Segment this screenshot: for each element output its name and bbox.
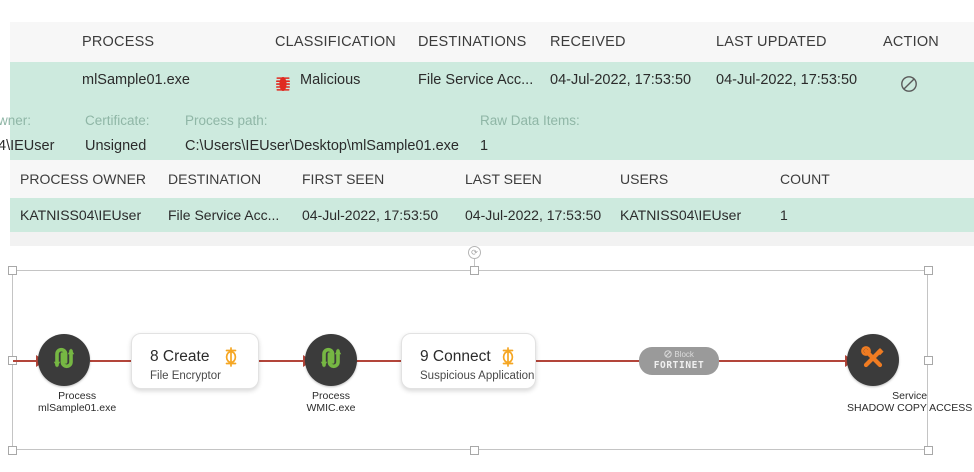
resize-handle-top-right[interactable] <box>924 266 933 275</box>
column-header-action[interactable]: ACTION <box>883 34 939 50</box>
service-tools-icon <box>858 343 888 378</box>
node-label-group: Service SHADOW COPY ACCESS <box>847 390 972 414</box>
subcell-first-seen: 04-Jul-2022, 17:53:50 <box>302 207 439 223</box>
subcolumn-header-last-seen[interactable]: LAST SEEN <box>465 171 542 187</box>
resize-handle-bottom-left[interactable] <box>8 446 17 455</box>
detail-raw-data-items: Raw Data Items: 1 <box>480 108 580 158</box>
event-card-connect-title: 9 Connect <box>420 348 491 365</box>
cell-last-updated: 04-Jul-2022, 17:53:50 <box>716 72 858 88</box>
column-header-process[interactable]: PROCESS <box>82 34 155 50</box>
subcell-users: KATNISS04\IEUser <box>620 207 742 223</box>
detail-process-owner-label: wner: <box>0 113 32 128</box>
subcell-destination: File Service Acc... <box>168 207 280 223</box>
resize-handle-bottom-right[interactable] <box>924 446 933 455</box>
resize-handle-bottom-center[interactable] <box>470 446 479 455</box>
detail-process-path-label: Process path: <box>185 113 268 128</box>
alert-marker-icon <box>222 346 240 368</box>
fortinet-block-badge[interactable]: Block FORTINET <box>639 347 719 375</box>
detail-raw-data-items-label: Raw Data Items: <box>480 113 580 128</box>
detail-process-path: Process path: C:\Users\IEUser\Desktop\ml… <box>185 108 459 158</box>
cell-action <box>900 62 918 98</box>
event-card-create-subtitle: File Encryptor <box>150 370 221 382</box>
column-header-last-updated[interactable]: LAST UPDATED <box>716 34 827 50</box>
subcolumn-header-first-seen[interactable]: FIRST SEEN <box>302 171 385 187</box>
edge-badge-to-service <box>718 360 846 362</box>
subcell-process-owner: KATNISS04\IEUser <box>20 207 142 223</box>
block-icon[interactable] <box>900 71 918 93</box>
edge-create-to-process2 <box>257 360 304 362</box>
subcolumn-header-users[interactable]: USERS <box>620 171 669 187</box>
detail-certificate-value: Unsigned <box>85 138 147 154</box>
resize-handle-middle-right[interactable] <box>924 356 933 365</box>
node-label-group: Process mlSample01.exe <box>38 390 116 414</box>
edge-process1-to-create <box>90 360 132 362</box>
rotate-handle[interactable]: ⟳ <box>468 246 481 259</box>
subcell-count: 1 <box>780 207 788 223</box>
detail-raw-data-items-value: 1 <box>480 138 489 154</box>
rotation-handle-stem <box>474 258 475 270</box>
column-header-received[interactable]: RECEIVED <box>550 34 626 50</box>
column-header-destinations[interactable]: DESTINATIONS <box>418 34 527 50</box>
subtable-header-row: PROCESS OWNER DESTINATION FIRST SEEN LAS… <box>10 160 974 200</box>
subtable-row[interactable]: KATNISS04\IEUser File Service Acc... 04-… <box>10 198 974 233</box>
resize-handle-top-center[interactable] <box>470 266 479 275</box>
subcolumn-header-destination[interactable]: DESTINATION <box>168 171 262 187</box>
event-card-connect[interactable]: 9 Connect Suspicious Application <box>401 333 536 389</box>
node-icon-container <box>847 334 899 386</box>
node-type-label: Process <box>312 390 350 402</box>
attack-chain-canvas[interactable]: ⟳ Process <box>0 246 974 472</box>
badge-action-label: Block <box>674 350 694 359</box>
detail-certificate: Certificate: Unsigned <box>85 108 150 158</box>
event-card-create[interactable]: 8 Create File Encryptor <box>131 333 259 389</box>
fortinet-wordmark: FORTINET <box>653 360 705 371</box>
edge-frame-to-process1 <box>13 360 37 362</box>
node-process-mlsample01[interactable]: Process mlSample01.exe <box>38 334 116 414</box>
alert-marker-icon <box>499 346 517 368</box>
subcolumn-header-process-owner[interactable]: PROCESS OWNER <box>20 171 147 187</box>
edge-process2-to-connect <box>356 360 402 362</box>
node-label-group: Process WMIC.exe <box>305 390 357 414</box>
node-name-label: WMIC.exe <box>306 402 356 414</box>
column-header-classification[interactable]: CLASSIFICATION <box>275 34 396 50</box>
process-icon <box>49 343 79 378</box>
node-name-label: mlSample01.exe <box>38 402 117 414</box>
subtable-footer <box>10 232 974 246</box>
node-process-wmic[interactable]: Process WMIC.exe <box>305 334 357 414</box>
subcell-last-seen: 04-Jul-2022, 17:53:50 <box>465 207 602 223</box>
detail-process-owner-value: 4\IEUser <box>0 138 55 154</box>
detection-table: PROCESS CLASSIFICATION DESTINATIONS RECE… <box>0 22 974 246</box>
event-card-create-title: 8 Create <box>150 348 210 365</box>
node-type-label: Process <box>58 390 97 402</box>
detail-process-path-value: C:\Users\IEUser\Desktop\mlSample01.exe <box>185 138 459 154</box>
cell-destinations: File Service Acc... <box>418 72 534 88</box>
node-name-label: SHADOW COPY ACCESS <box>847 402 973 414</box>
process-icon <box>316 343 346 378</box>
row-detail-panel: wner: 4\IEUser Certificate: Unsigned Pro… <box>0 98 974 160</box>
node-icon-container <box>305 334 357 386</box>
edge-connect-to-badge <box>535 360 640 362</box>
node-service-shadow-copy-access[interactable]: Service SHADOW COPY ACCESS <box>847 334 972 414</box>
cell-process: mlSample01.exe <box>82 72 190 88</box>
detail-certificate-label: Certificate: <box>85 113 150 128</box>
table-row-malicious[interactable]: mlSample01.exe Malicious <box>10 62 974 99</box>
table-header-row: PROCESS CLASSIFICATION DESTINATIONS RECE… <box>10 22 974 64</box>
event-card-connect-subtitle: Suspicious Application <box>420 370 535 382</box>
subcolumn-header-count[interactable]: COUNT <box>780 171 830 187</box>
virus-icon <box>276 71 290 91</box>
detail-process-owner: wner: 4\IEUser <box>0 108 54 158</box>
cell-received: 04-Jul-2022, 17:53:50 <box>550 72 692 88</box>
node-icon-container <box>38 334 90 386</box>
badge-action-row: Block <box>639 350 719 360</box>
block-circle-icon <box>664 350 672 358</box>
cell-classification-label: Malicious <box>300 72 361 88</box>
cell-classification: Malicious <box>276 62 396 98</box>
node-type-label: Service <box>892 390 928 402</box>
resize-handle-top-left[interactable] <box>8 266 17 275</box>
